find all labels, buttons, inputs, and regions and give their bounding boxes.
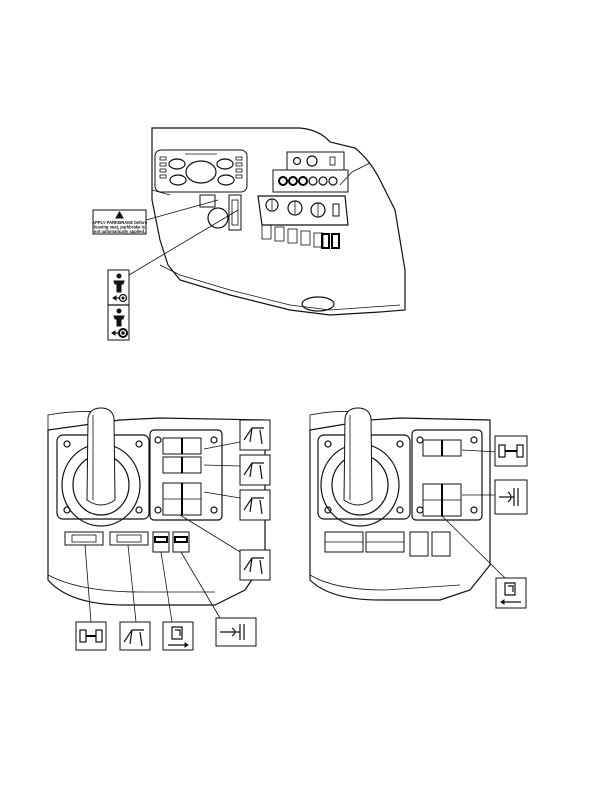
- warning-line-2: leaving seat, parkbrake is: [94, 225, 146, 230]
- dashboard-panel: [151, 127, 406, 316]
- joystick-console-left: [47, 407, 266, 623]
- seat-brake-symbol-decal: [107, 209, 239, 341]
- operator-seat-icon: [113, 273, 125, 293]
- rocker-switch-group: [422, 439, 462, 517]
- warning-line-3: not automatically applied.: [94, 229, 145, 234]
- boom-swing-icon: [494, 479, 528, 515]
- leader-lines: [441, 449, 506, 579]
- joystick-handle: [86, 407, 116, 506]
- blank-panel-row: [324, 531, 451, 557]
- upper-switch-panel: [272, 151, 349, 193]
- tilt-bucket-icon: [119, 621, 151, 651]
- park-brake-arrow-icon: [112, 293, 128, 303]
- leader-line: [145, 199, 219, 221]
- park-brake-lever: [199, 194, 242, 231]
- rocker-switch-group: [162, 437, 202, 516]
- warning-line-1: APPLY PARKBRAKE before: [92, 220, 148, 225]
- seat-travel-icon: [495, 577, 527, 609]
- park-brake-warning-decal: APPLY PARKBRAKE before leaving seat, par…: [92, 199, 219, 235]
- floor-grommet: [301, 296, 335, 312]
- tilt-bucket-icon: [239, 489, 271, 521]
- joystick-console-right: [309, 407, 506, 601]
- symbol-decals-right: [494, 435, 528, 609]
- gauge-cluster: [154, 149, 248, 193]
- axle-lock-icon: [494, 435, 528, 467]
- knob-panel: [257, 195, 349, 226]
- leader-line: [351, 162, 371, 173]
- warning-triangle-icon: [115, 211, 124, 219]
- tilt-bucket-icon: [239, 454, 271, 486]
- seat-travel-icon: [162, 621, 194, 651]
- leader-line: [128, 209, 239, 276]
- switch-row: [261, 224, 340, 249]
- park-brake-release-icon: [111, 328, 128, 338]
- leader-lines: [84, 441, 251, 623]
- axle-lock-icon: [75, 621, 107, 651]
- tilt-bucket-icon: [239, 549, 271, 581]
- operator-seat-icon: [113, 308, 125, 327]
- tilt-bucket-icon: [239, 419, 271, 451]
- lower-switch-row: [64, 531, 190, 553]
- boom-swing-icon: [215, 617, 257, 647]
- symbol-decals-left: [75, 419, 271, 651]
- joystick-handle: [343, 407, 373, 506]
